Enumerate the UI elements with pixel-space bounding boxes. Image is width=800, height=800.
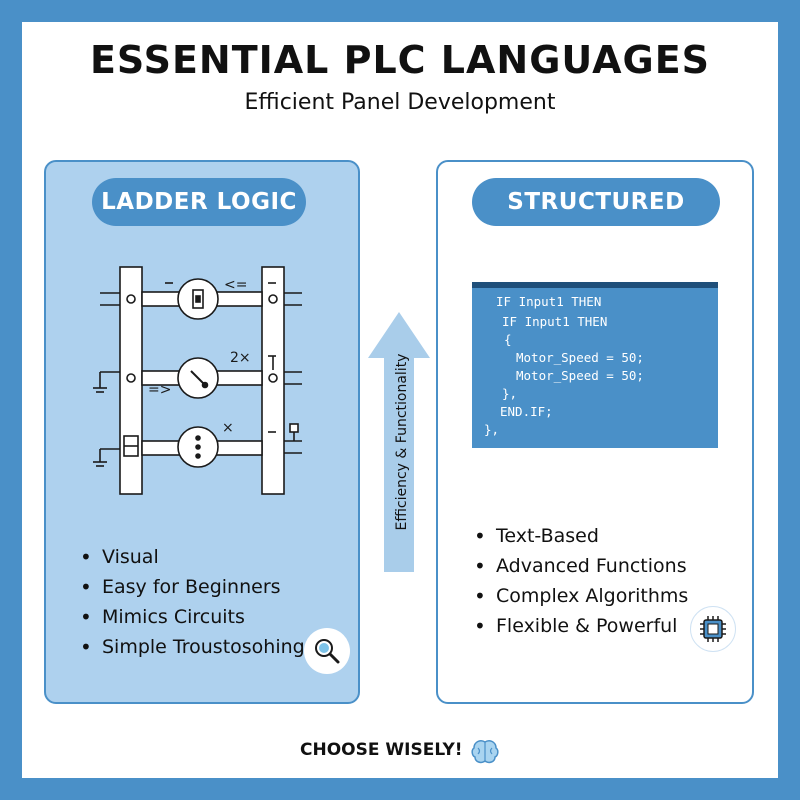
ladder-bullet-2: Easy for Beginners <box>80 572 305 602</box>
chip-icon <box>700 616 726 642</box>
st-bullet-4: Flexible & Powerful <box>474 611 688 641</box>
ladder-logic-bullets: Visual Easy for Beginners Mimics Circuit… <box>80 542 305 662</box>
st-bullet-3: Complex Algorithms <box>474 581 688 611</box>
code-line-6: }, <box>502 386 518 401</box>
page-subtitle: Efficient Panel Development <box>244 90 556 115</box>
ladder-bullet-4: Simple Troustosohing <box>80 632 305 662</box>
footer-text: CHOOSE WISELY! <box>300 740 463 760</box>
ladder-bullet-1: Visual <box>80 542 305 572</box>
efficiency-arrow <box>368 312 430 572</box>
code-line-3: { <box>504 332 512 347</box>
code-line-8: }, <box>484 422 500 437</box>
code-line-4: Motor_Speed = 50; <box>516 350 644 365</box>
magnifier-badge <box>304 628 350 674</box>
brain-icon <box>471 740 499 764</box>
chip-badge <box>690 606 736 652</box>
code-line-7: END.IF; <box>500 404 553 419</box>
ladder-logic-heading: LADDER LOGIC <box>92 178 306 226</box>
code-editor <box>472 282 718 448</box>
structured-text-bullets: Text-Based Advanced Functions Complex Al… <box>474 521 688 641</box>
code-line-1: IF Input1 THEN <box>496 294 602 309</box>
ladder-bullet-3: Mimics Circuits <box>80 602 305 632</box>
st-bullet-1: Text-Based <box>474 521 688 551</box>
code-line-2: IF Input1 THEN <box>502 314 608 329</box>
efficiency-arrow-label: Efficiency & Functionality <box>394 353 410 531</box>
st-bullet-2: Advanced Functions <box>474 551 688 581</box>
code-line-5: Motor_Speed = 50; <box>516 368 644 383</box>
structured-text-heading: STRUCTURED TEXT <box>472 178 720 263</box>
page-title: ESSENTIAL PLC LANGUAGES <box>89 38 711 82</box>
magnifier-icon <box>315 639 340 664</box>
